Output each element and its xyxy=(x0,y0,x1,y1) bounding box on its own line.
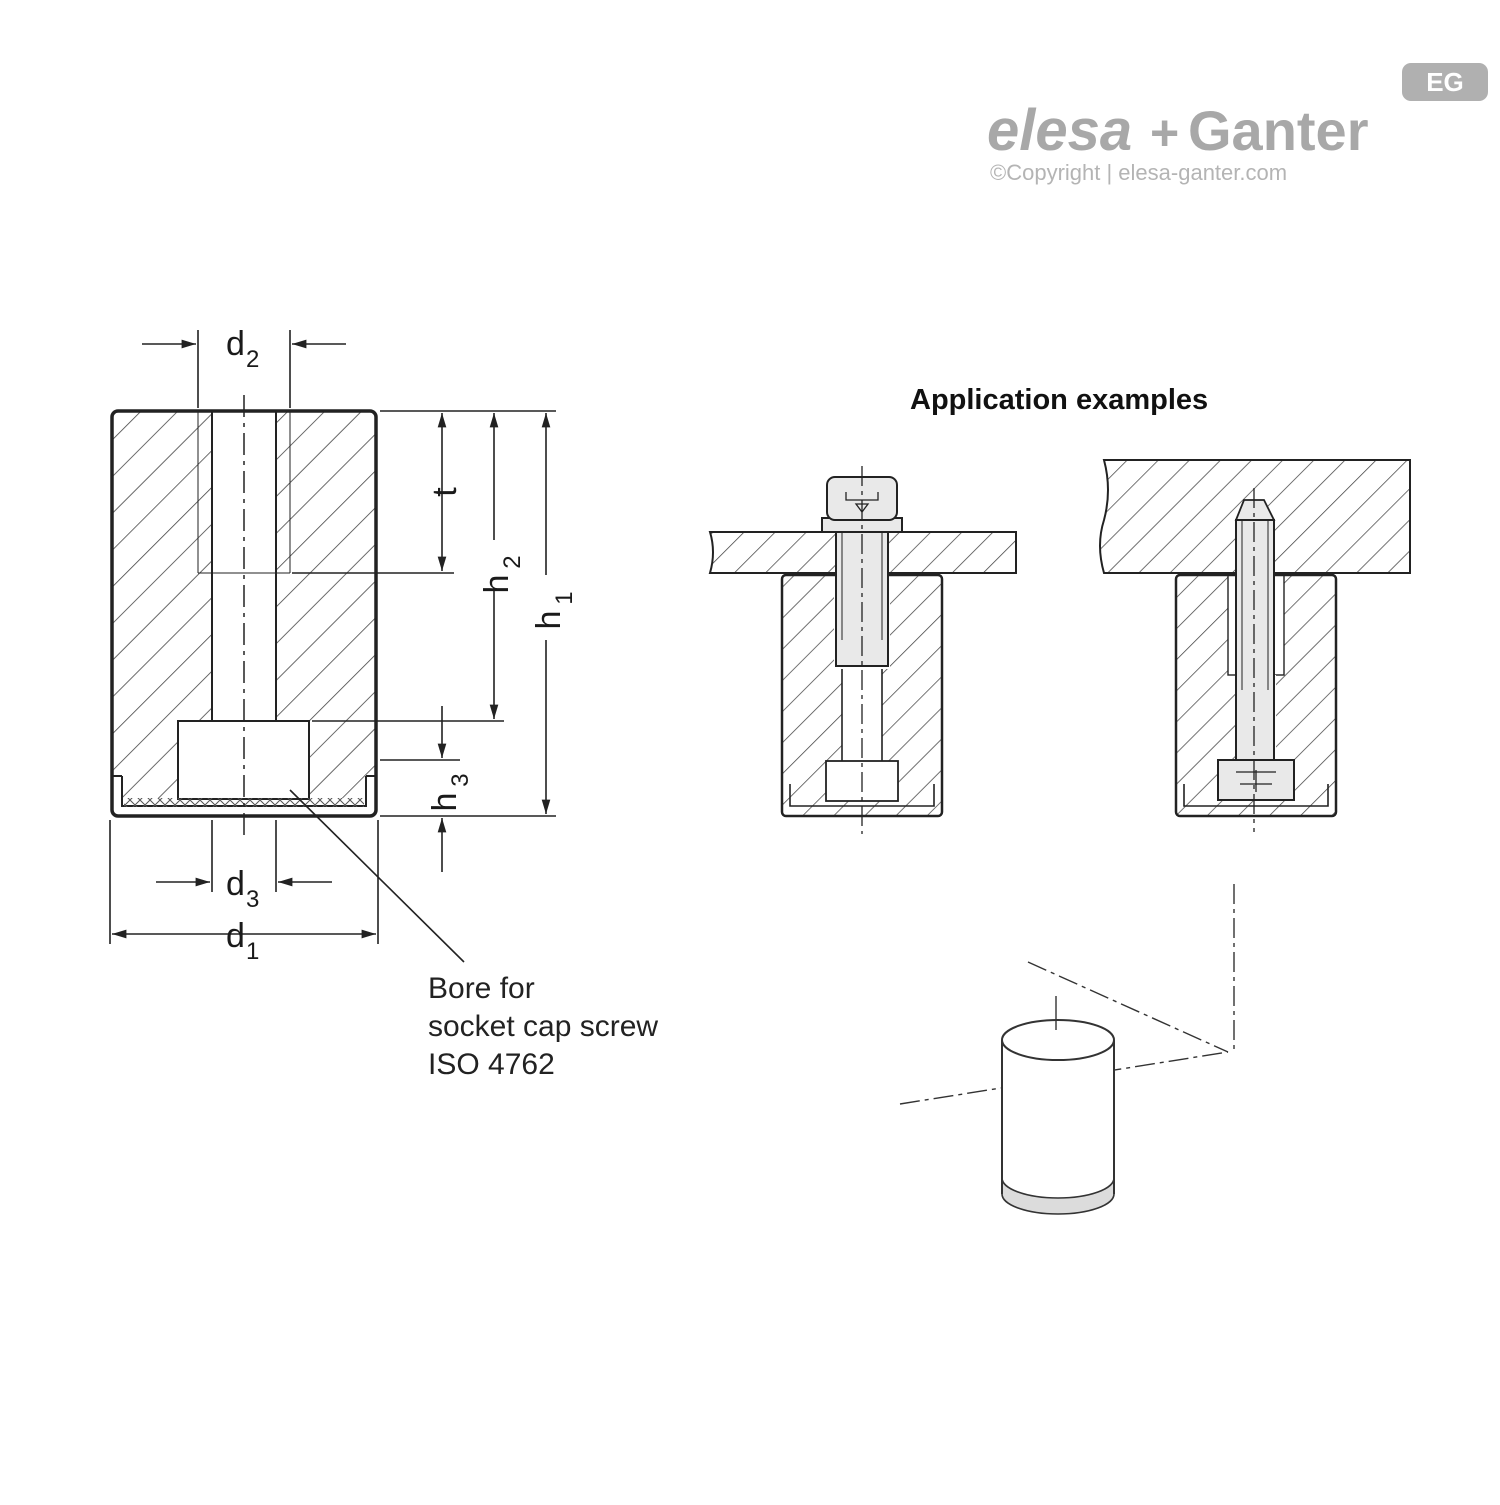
dim-h3-subscript: 3 xyxy=(447,773,474,786)
dim-d2-label: d xyxy=(226,325,245,363)
application-examples-heading: Application examples xyxy=(910,384,1208,416)
note-line-2: socket cap screw xyxy=(428,1010,658,1043)
logo-brand-left: elesa xyxy=(987,98,1132,163)
dim-h3-label: h xyxy=(426,793,464,812)
dim-d1-label: d xyxy=(226,917,245,955)
dim-h1-subscript: 1 xyxy=(551,591,578,604)
application-example-2 xyxy=(1099,459,1411,832)
isometric-view xyxy=(899,884,1235,1215)
application-example-1 xyxy=(708,466,1017,834)
dim-t-label: t xyxy=(426,487,464,497)
note-line-1: Bore for xyxy=(428,972,535,1005)
dim-h2-subscript: 2 xyxy=(499,555,526,568)
logo-brand-right: Ganter xyxy=(1188,99,1369,162)
logo-badge-text: EG xyxy=(1426,67,1464,97)
dim-d3-label: d xyxy=(226,865,245,903)
bore-note: Bore for socket cap screw ISO 4762 xyxy=(428,972,658,1081)
logo-brand-plus: + xyxy=(1150,105,1179,161)
section-view xyxy=(110,395,378,835)
dim-h2-label: h xyxy=(478,575,516,594)
dim-d1-subscript: 1 xyxy=(246,938,259,965)
logo-copyright: ©Copyright | elesa-ganter.com xyxy=(990,160,1287,185)
dim-d3-subscript: 3 xyxy=(246,886,259,913)
note-line-3: ISO 4762 xyxy=(428,1048,555,1081)
dim-h1-label: h xyxy=(530,611,568,630)
dim-d2-subscript: 2 xyxy=(246,346,259,373)
dimension-lines xyxy=(109,330,556,963)
brand-logo: EG elesa + Ganter ©Copyright | elesa-gan… xyxy=(987,63,1488,185)
logo-badge xyxy=(1402,63,1488,101)
dimension-labels: d 2 d 3 d 1 t h 2 h 1 h 3 xyxy=(226,325,578,965)
